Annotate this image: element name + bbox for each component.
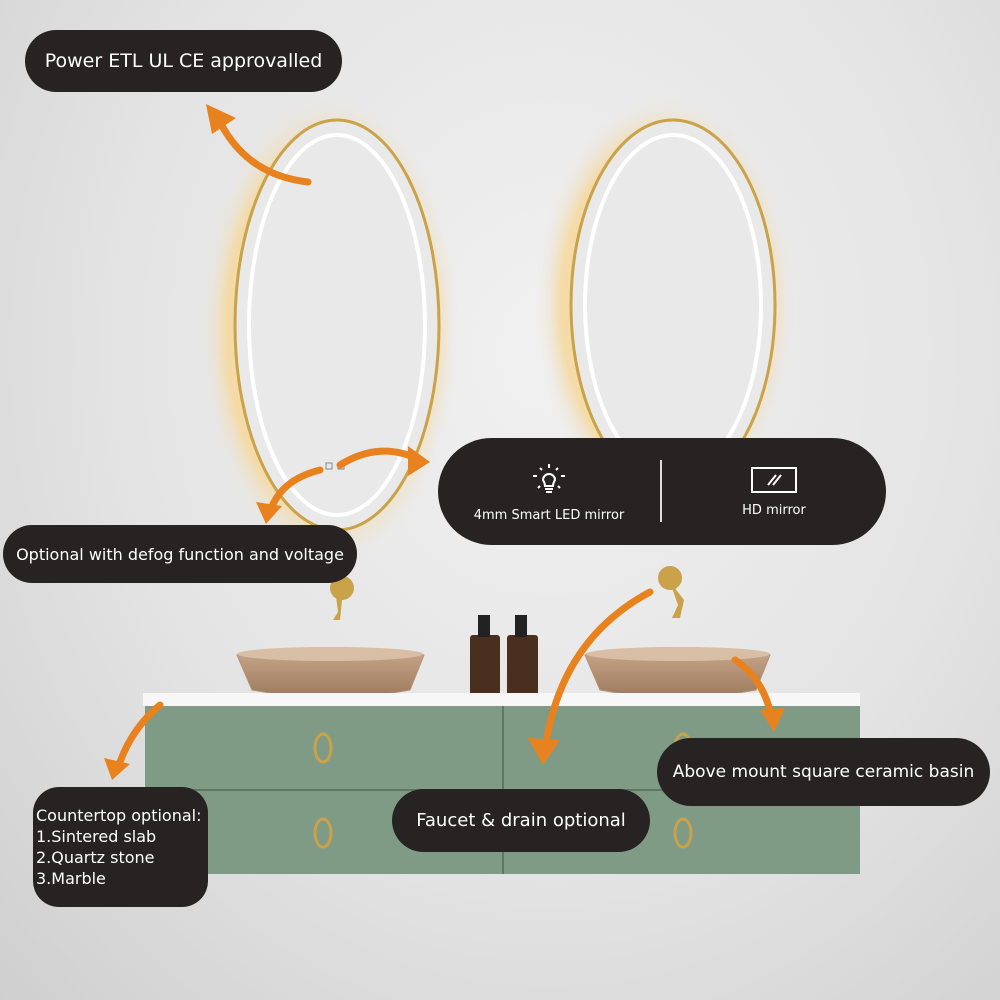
hd-mirror-icon <box>751 467 797 493</box>
arrowhead <box>256 502 282 524</box>
basin-label: Above mount square ceramic basin <box>657 738 990 806</box>
countertop-option: 2.Quartz stone <box>36 848 155 867</box>
defog-label: Optional with defog function and voltage <box>3 525 357 583</box>
glass-basin-left <box>236 647 425 698</box>
arrow <box>214 114 312 186</box>
divider <box>660 460 662 522</box>
countertop-label: Countertop optional: 1.Sintered slab 2.Q… <box>33 787 208 907</box>
power-label: Power ETL UL CE approvalled <box>25 30 342 92</box>
features-panel: 4mm Smart LED mirror HD mirror <box>438 438 886 545</box>
feature-label: HD mirror <box>742 503 806 518</box>
arrowhead <box>760 708 785 732</box>
feature-hd: HD mirror <box>662 438 886 545</box>
arrowhead <box>528 738 560 765</box>
faucet-label: Faucet & drain optional <box>392 789 650 852</box>
feature-led: 4mm Smart LED mirror <box>438 438 660 545</box>
arrowhead <box>104 758 130 780</box>
countertop-option: 1.Sintered slab <box>36 827 157 846</box>
soap-bottles <box>470 615 538 695</box>
arrow <box>541 588 654 754</box>
glass-basin-right <box>584 647 771 698</box>
faucet-right <box>658 566 684 618</box>
faucet-left <box>330 576 354 620</box>
arrowhead <box>206 104 236 134</box>
feature-label: 4mm Smart LED mirror <box>473 508 625 523</box>
countertop-option: 3.Marble <box>36 869 106 888</box>
arrow <box>114 701 164 772</box>
arrowhead <box>408 446 430 476</box>
lightbulb-icon <box>533 464 565 493</box>
countertop-title: Countertop optional: <box>36 806 202 825</box>
oval-led-mirror-right <box>569 118 777 492</box>
